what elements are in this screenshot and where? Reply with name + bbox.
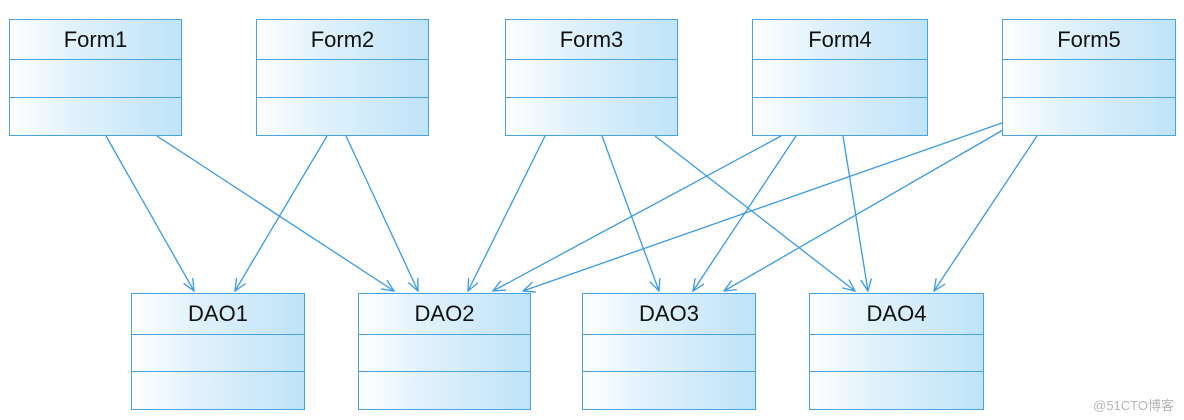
dependency-arrow-form5-dao2 [521, 122, 1003, 293]
dependency-arrow-form3-dao4 [654, 135, 857, 292]
arrow-line [601, 135, 660, 292]
form4-label: Form4 [808, 27, 872, 52]
form5-class: Form5 [1002, 19, 1176, 136]
dependency-arrow-form5-dao3 [722, 129, 1004, 292]
watermark: @51CTO博客 [1093, 398, 1174, 413]
arrow-line [467, 135, 546, 292]
dependency-arrow-form3-dao3 [601, 135, 661, 293]
arrow-line [345, 135, 419, 292]
dao1-class: DAO1 [131, 293, 305, 410]
class-divider [132, 371, 304, 372]
class-divider [583, 371, 755, 372]
arrow-line [234, 135, 328, 292]
arrow-line [105, 135, 195, 292]
class-divider [257, 97, 428, 98]
class-divider [810, 371, 983, 372]
dao2-class: DAO2 [358, 293, 531, 410]
arrowhead-icon [692, 278, 705, 293]
dao3-label: DAO3 [639, 301, 699, 326]
arrowhead-icon [842, 279, 857, 292]
arrow-line [654, 135, 856, 292]
arrowhead-icon [933, 278, 946, 293]
arrowhead-icon [381, 279, 396, 292]
dependency-arrow-form1-dao2 [156, 135, 396, 292]
dao2-label: DAO2 [414, 301, 475, 326]
class-divider [583, 334, 755, 335]
form4-class: Form4 [752, 19, 928, 136]
arrowhead-icon [407, 277, 419, 293]
form3-label: Form3 [559, 27, 624, 52]
form5-label: Form5 [1057, 27, 1121, 52]
dao4-label: DAO4 [866, 301, 927, 326]
class-divider [10, 97, 181, 98]
class-divider [359, 371, 530, 372]
dao3-class: DAO3 [582, 293, 756, 410]
arrow-line [723, 129, 1004, 292]
dependency-arrow-form3-dao2 [467, 135, 546, 293]
class-divider [257, 59, 428, 60]
arrowhead-icon [860, 278, 872, 293]
arrowhead-icon [521, 281, 537, 293]
class-divider [10, 59, 181, 60]
dependency-arrow-form4-dao2 [491, 135, 782, 292]
class-divider [1003, 59, 1175, 60]
arrow-line [522, 122, 1003, 292]
arrowhead-icon [649, 277, 661, 293]
form2-class: Form2 [256, 19, 429, 136]
class-divider [506, 59, 677, 60]
class-divider [810, 334, 983, 335]
dependency-arrow-form2-dao1 [234, 135, 328, 293]
dependency-arrow-form5-dao4 [933, 135, 1038, 293]
class-divider [753, 97, 927, 98]
dao1-label: DAO1 [188, 301, 248, 326]
arrowhead-icon [491, 280, 507, 292]
arrow-line [933, 135, 1038, 292]
arrowhead-icon [722, 280, 737, 292]
class-divider [753, 59, 927, 60]
arrowhead-icon [183, 277, 195, 293]
form2-label: Form2 [310, 27, 375, 52]
class-divider [1003, 97, 1175, 98]
form1-class: Form1 [9, 19, 182, 136]
class-divider [132, 334, 304, 335]
arrow-line [842, 135, 869, 292]
arrow-line [156, 135, 395, 292]
form1-label: Form1 [63, 27, 128, 52]
arrowhead-icon [467, 277, 479, 293]
dao4-class: DAO4 [809, 293, 984, 410]
arrowhead-icon [234, 278, 246, 293]
class-divider [506, 97, 677, 98]
class-divider [359, 334, 530, 335]
dependency-arrow-form1-dao1 [105, 135, 195, 293]
dependency-arrow-form2-dao2 [345, 135, 419, 293]
arrow-line [492, 135, 782, 292]
form3-class: Form3 [505, 19, 678, 136]
dependency-arrow-form4-dao4 [842, 135, 872, 293]
